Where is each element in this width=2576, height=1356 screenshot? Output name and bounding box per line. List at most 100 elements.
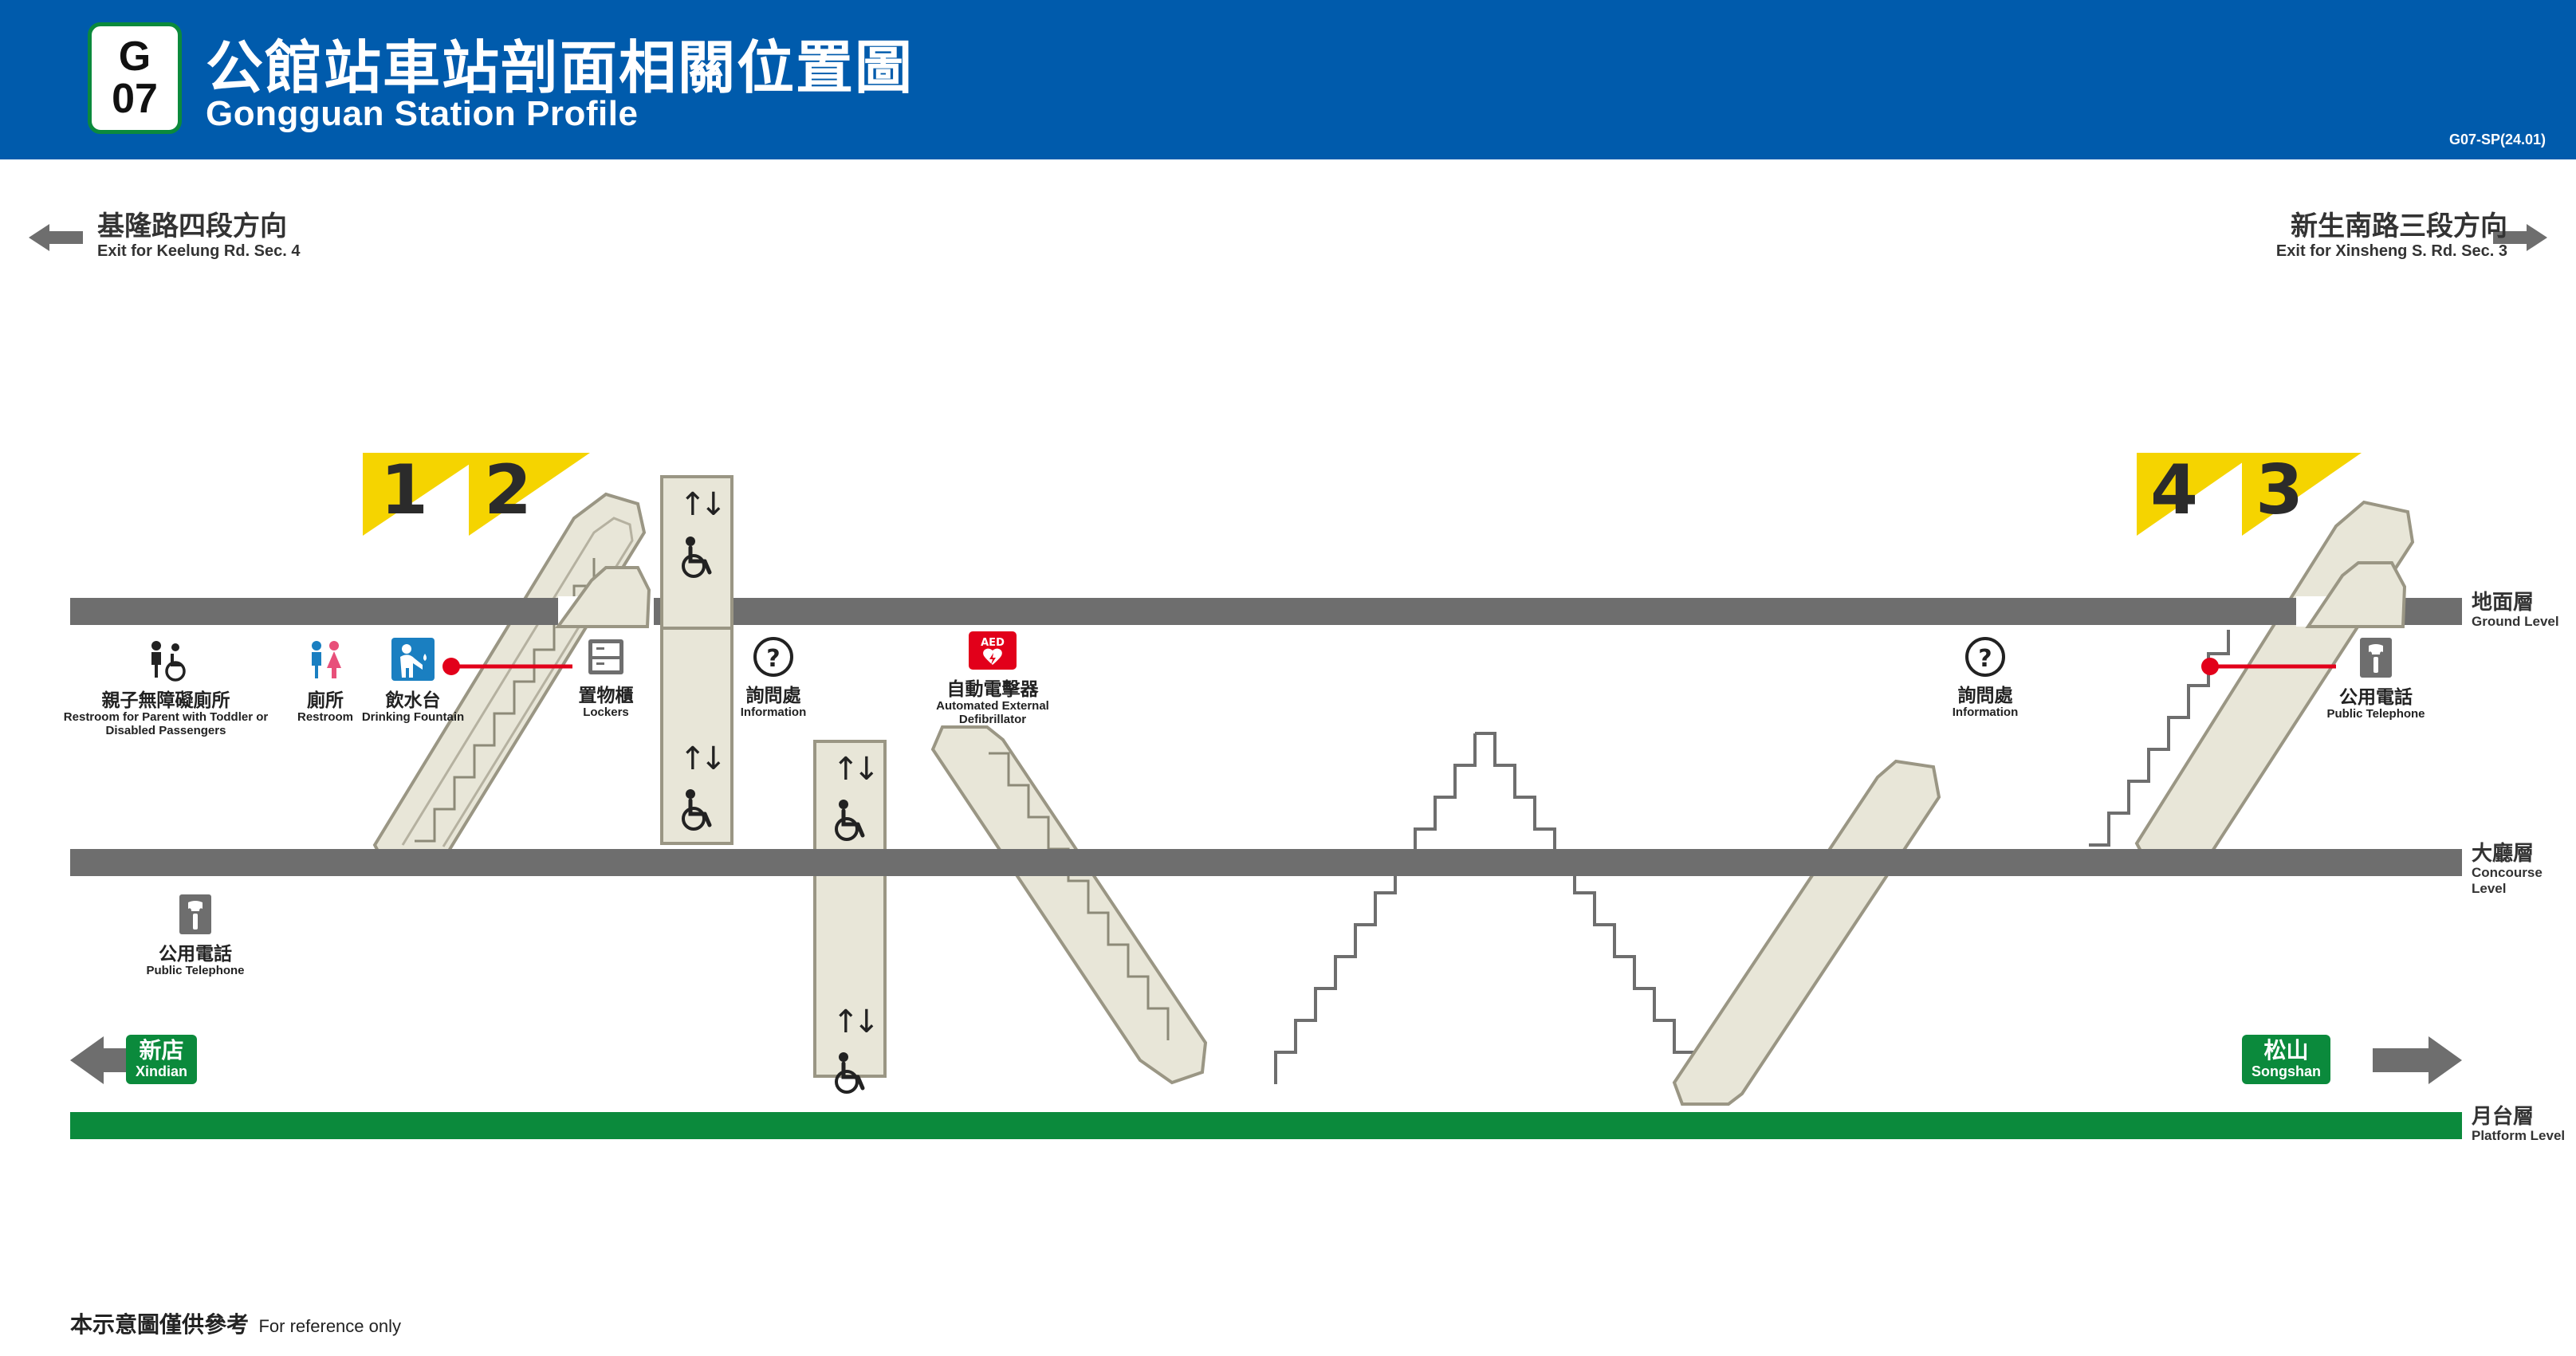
facility-restroom: 廁所 Restroom — [277, 638, 373, 724]
wheelchair-elevator-icon-left-bottom — [673, 785, 721, 833]
stairs-concourse-to-platform-left — [989, 752, 1170, 1040]
platform-level-slab — [70, 1112, 2462, 1139]
escalator-exit-4-top — [2189, 606, 2382, 638]
level-label-ground-en: Ground Level — [2472, 614, 2559, 629]
exit-number-1-label: 1 — [380, 450, 428, 530]
facility-drinking-fountain-en: Drinking Fountain — [361, 710, 465, 724]
facility-drinking-fountain: 飲水台 Drinking Fountain — [357, 636, 469, 724]
facility-information-left-en: Information — [740, 706, 807, 719]
facility-restroom-en: Restroom — [297, 710, 353, 724]
facility-lockers-zh: 置物櫃 — [578, 685, 634, 706]
svg-text:↑: ↑ — [679, 486, 706, 523]
svg-text:?: ? — [1978, 645, 1992, 673]
facility-public-telephone-ground: 公用電話 Public Telephone — [2312, 636, 2440, 721]
facility-information-right-zh: 詢問處 — [1957, 685, 2013, 706]
level-label-ground: 地面層 Ground Level — [2472, 590, 2559, 630]
facility-information-left: ? 詢問處 Information — [718, 636, 829, 719]
facility-public-telephone-concourse: 公用電話 Public Telephone — [132, 893, 259, 977]
svg-text:↓: ↓ — [853, 751, 879, 788]
facility-aed-en: Automated External Defibrillator — [936, 699, 1049, 726]
elevator-arrows-icon-left-bottom: ↑ ↓ — [668, 737, 727, 785]
platform-direction-right-zh: 松山 — [2263, 1038, 2309, 1063]
arrow-right-icon — [2493, 224, 2547, 251]
aed-icon: AED — [969, 631, 1017, 670]
escalator-head-right — [2305, 561, 2407, 628]
platform-direction-left: 新店 Xindian — [126, 1035, 198, 1084]
facility-public-telephone-ground-zh: 公用電話 — [2339, 686, 2413, 707]
station-number: 07 — [112, 76, 158, 122]
svg-text:↓: ↓ — [853, 1004, 879, 1040]
svg-text:↓: ↓ — [700, 486, 726, 523]
page-title-zh: 公館站車站剖面相關位置圖 — [206, 34, 914, 101]
level-label-concourse: 大廳層 Concourse Level — [2472, 841, 2576, 897]
exit-direction-left-en: Exit for Keelung Rd. Sec. 4 — [97, 242, 301, 260]
svg-text:?: ? — [766, 645, 780, 673]
page-header: G 07 公館站車站剖面相關位置圖 Gongguan Station Profi… — [0, 0, 2576, 159]
elevator-arrows-icon-left-top: ↑ ↓ — [668, 483, 727, 531]
footer-note-zh: 本示意圖僅供參考 — [70, 1312, 250, 1337]
information-icon: ? — [753, 637, 793, 677]
facility-accessible-restroom-en: Restroom for Parent with Toddler or Disa… — [63, 710, 269, 737]
platform-direction-right: 松山 Songshan — [2242, 1035, 2331, 1084]
facility-restroom-zh: 廁所 — [307, 690, 344, 710]
facility-public-telephone-ground-en: Public Telephone — [2326, 707, 2425, 721]
svg-text:↑: ↑ — [679, 741, 706, 777]
ground-opening-left — [558, 596, 654, 627]
wheelchair-elevator-icon-mid-bottom — [826, 1048, 874, 1096]
information-icon: ? — [1965, 637, 2005, 677]
escalator-head-left — [555, 566, 651, 628]
exit-number-4: 4 — [2145, 450, 2204, 530]
facility-lockers: 置物櫃 Lockers — [550, 636, 662, 719]
svg-text:↑: ↑ — [832, 751, 859, 788]
facility-aed: AED 自動電擊器 Automated External Defibrillat… — [913, 630, 1072, 726]
concourse-level-slab — [70, 849, 2462, 876]
level-label-ground-zh: 地面層 — [2472, 590, 2535, 614]
facility-accessible-restroom-zh: 親子無障礙廁所 — [101, 690, 230, 710]
station-line-letter: G — [118, 33, 151, 80]
stairs-exit-4 — [2089, 630, 2230, 847]
exit-direction-left-zh: 基隆路四段方向 — [97, 211, 287, 242]
accessible-restroom-icon — [144, 638, 188, 682]
svg-text:AED: AED — [981, 637, 1005, 649]
level-label-platform-zh: 月台層 — [2472, 1104, 2535, 1128]
facility-lockers-en: Lockers — [583, 706, 629, 719]
exit-number-3-label: 3 — [2255, 450, 2303, 530]
exit-number-2-label: 2 — [484, 450, 532, 530]
ground-level-slab — [70, 598, 2462, 625]
platform-direction-right-en: Songshan — [2252, 1063, 2322, 1079]
restroom-icon — [312, 641, 341, 678]
stairs-center-v — [1274, 732, 1696, 1084]
lockers-icon — [588, 639, 623, 674]
facility-aed-zh: 自動電擊器 — [946, 678, 1039, 699]
platform-arrow-right-icon — [2373, 1036, 2462, 1084]
facility-drinking-fountain-zh: 飲水台 — [385, 690, 441, 710]
platform-direction-left-zh: 新店 — [139, 1038, 184, 1063]
level-label-platform-en: Platform Level — [2472, 1128, 2566, 1143]
elevator-arrows-icon-mid-bottom: ↑ ↓ — [821, 1000, 880, 1048]
document-code: G07-SP(24.01) — [2448, 132, 2546, 147]
wheelchair-elevator-icon-mid-top — [826, 796, 874, 843]
facility-information-right-en: Information — [1952, 706, 2019, 719]
page-title-en: Gongguan Station Profile — [206, 94, 639, 133]
public-telephone-icon — [2360, 638, 2392, 678]
public-telephone-icon — [179, 894, 211, 934]
svg-text:↑: ↑ — [832, 1004, 859, 1040]
svg-text:↓: ↓ — [700, 741, 726, 777]
facility-information-right: ? 詢問處 Information — [1929, 636, 2041, 719]
arrow-left-icon — [29, 224, 83, 251]
facility-accessible-restroom: 親子無障礙廁所 Restroom for Parent with Toddler… — [46, 638, 285, 737]
ground-opening-right — [2296, 596, 2400, 627]
level-label-concourse-en: Concourse Level — [2472, 865, 2543, 896]
facility-information-left-zh: 詢問處 — [745, 685, 801, 706]
drinking-fountain-icon — [391, 638, 435, 681]
footer-note: 本示意圖僅供參考 For reference only — [70, 1307, 401, 1339]
exit-number-1: 1 — [375, 450, 434, 530]
exit-direction-left: 基隆路四段方向 Exit for Keelung Rd. Sec. 4 — [97, 211, 301, 261]
exit-direction-right: 新生南路三段方向 Exit for Xinsheng S. Rd. Sec. 3 — [2276, 211, 2507, 261]
facility-public-telephone-concourse-zh: 公用電話 — [159, 943, 232, 964]
exit-number-4-label: 4 — [2150, 450, 2198, 530]
facility-public-telephone-concourse-en: Public Telephone — [146, 964, 245, 977]
platform-direction-left-en: Xindian — [136, 1063, 188, 1079]
escalator-concourse-to-platform-right — [1672, 759, 1941, 1106]
exit-direction-right-zh: 新生南路三段方向 — [2291, 211, 2507, 242]
